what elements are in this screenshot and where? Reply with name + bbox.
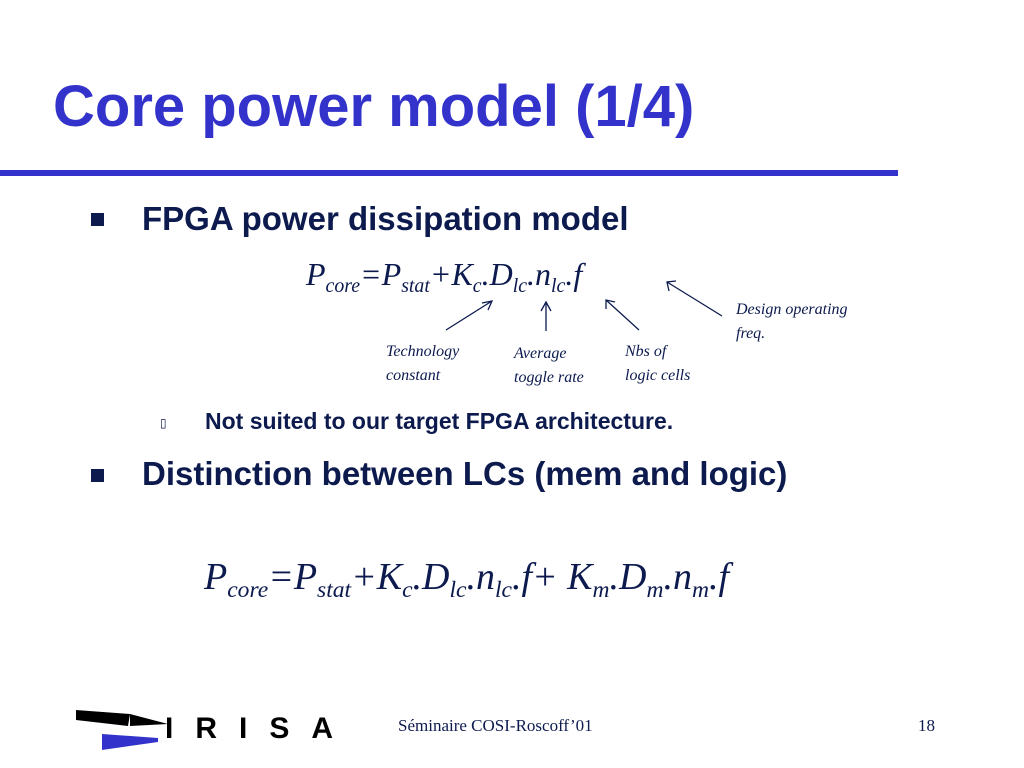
annotation-average-toggle-rate: Average toggle rate [514, 342, 584, 390]
formula-term: =P [268, 556, 318, 598]
arrowhead-icon [540, 300, 552, 312]
formula-term: .D [609, 556, 647, 598]
formula-sub: stat [317, 577, 352, 604]
annotation-line: constant [386, 367, 441, 384]
bullet-square-icon [91, 469, 104, 482]
bullet-distinction-lcs: Distinction between LCs (mem and logic) [142, 455, 788, 492]
formula-sub: m [592, 577, 610, 604]
annotation-line: Nbs of [625, 343, 667, 360]
formula-sub: lc [494, 577, 512, 604]
formula-sub: m [646, 577, 664, 604]
formula-sub: m [692, 577, 710, 604]
arrowhead-icon [481, 300, 494, 311]
title-underline [0, 170, 898, 176]
formula-sub: c [402, 577, 413, 604]
formula-term: =P [360, 256, 402, 292]
formula-term: .n [466, 556, 495, 598]
annotation-technology-constant: Technology constant [386, 340, 459, 388]
formula-term: .n [527, 256, 552, 292]
sub-bullet-not-suited: Not suited to our target FPGA architectu… [205, 408, 674, 434]
formula-sub: c [472, 274, 482, 297]
formula-sub: stat [401, 274, 430, 297]
formula-sub: core [325, 274, 361, 297]
formula-core-power: Pcore=Pstat+Kc.Dlc.nlc.f [306, 256, 583, 296]
formula-term: .D [481, 256, 513, 292]
logo-blue-wedge [102, 734, 158, 750]
annotation-line: logic cells [625, 367, 691, 384]
annotation-line: Technology [386, 343, 460, 360]
sub-bullet-marker-icon: ▯ [160, 416, 167, 430]
irisa-logo-text: IRISA [165, 712, 356, 745]
footer-seminar: Séminaire COSI-Roscoff’01 [398, 716, 593, 735]
formula-term: +K [429, 256, 473, 292]
formula-sub: lc [512, 274, 528, 297]
annotation-line: freq. [736, 325, 766, 342]
annotation-nbs-logic-cells: Nbs of logic cells [625, 340, 690, 388]
arrowhead-icon [605, 299, 616, 309]
formula-term: .f [709, 556, 730, 598]
annotation-line: Design operating [736, 301, 848, 318]
formula-term: +K [351, 556, 403, 598]
bullet-fpga-power-model: FPGA power dissipation model [142, 200, 629, 237]
annotation-line: toggle rate [514, 369, 584, 386]
formula-term: .D [412, 556, 450, 598]
formula-term: .n [663, 556, 693, 598]
formula-term: P [306, 256, 326, 292]
slide-title: Core power model (1/4) [53, 74, 695, 139]
formula-term: .f [565, 256, 583, 292]
annotation-design-operating-freq: Design operating freq. [736, 298, 848, 346]
formula-term: .f+ K [511, 556, 593, 598]
annotation-line: Average [514, 345, 567, 362]
footer-page-number: 18 [918, 716, 935, 735]
formula-core-power-extended: Pcore=Pstat+Kc.Dlc.nlc.f+ Km.Dm.nm.f [204, 556, 730, 602]
arrow-logic-cells [605, 299, 640, 331]
formula-sub: core [227, 577, 269, 604]
logo-black-wedge [76, 710, 130, 726]
irisa-logo-icon [76, 710, 168, 750]
arrowhead-icon [666, 280, 677, 292]
formula-term: P [204, 556, 228, 598]
logo-black-tip [130, 714, 168, 726]
formula-sub: lc [449, 577, 467, 604]
arrow-technology-constant [445, 300, 493, 331]
formula-sub: lc [551, 274, 566, 297]
bullet-square-icon [91, 213, 104, 226]
arrow-design-freq [666, 281, 723, 317]
